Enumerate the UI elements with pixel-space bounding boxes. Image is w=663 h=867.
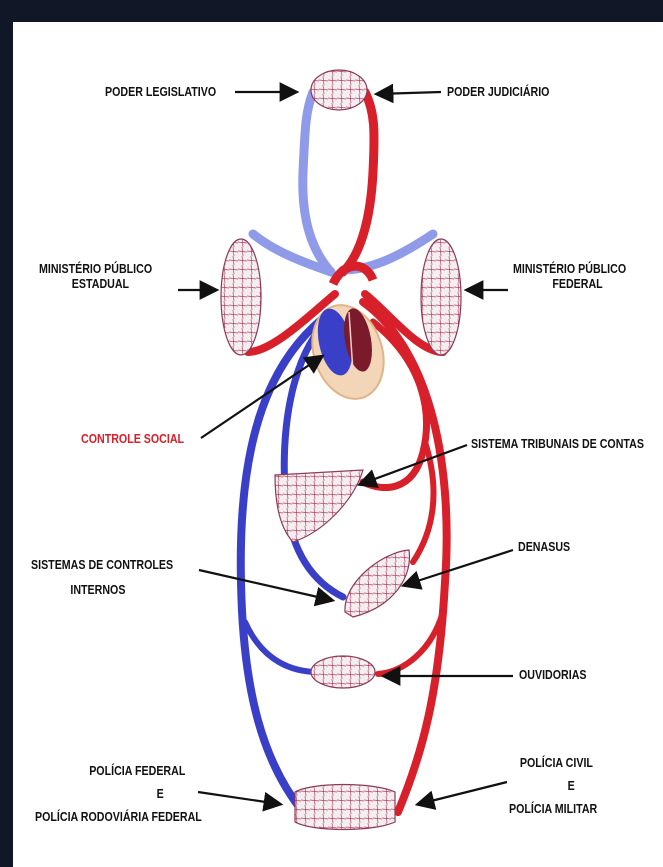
arrow-judiciario — [378, 92, 441, 94]
artery-ouvidorias — [378, 612, 443, 674]
label-controles-internos: SISTEMAS DE CONTROLES INTERNOS — [31, 558, 173, 598]
label-mp-estadual-line1: MINISTÉRIO PÚBLICO — [39, 262, 152, 277]
label-mp-federal-line2: FEDERAL — [513, 277, 626, 292]
capillary-policias — [295, 785, 395, 830]
label-pc-line1: POLÍCIA CIVIL — [509, 756, 597, 771]
label-pc-line2: E — [509, 771, 597, 794]
capillary-mp-federal — [421, 239, 461, 355]
label-controle-social: CONTROLE SOCIAL — [81, 432, 184, 447]
label-poder-legislativo: PODER LEGISLATIVO — [105, 85, 216, 100]
label-pf-line3: POLÍCIA RODOVIÁRIA FEDERAL — [35, 802, 202, 825]
capillary-poder — [311, 70, 367, 110]
label-mp-federal: MINISTÉRIO PÚBLICO FEDERAL — [513, 262, 626, 292]
diagram-panel: PODER LEGISLATIVO PODER JUDICIÁRIO MINIS… — [13, 22, 663, 867]
label-pc-line3: POLÍCIA MILITAR — [509, 794, 597, 817]
artery-top-loop — [343, 92, 374, 272]
arrow-pf — [198, 792, 279, 804]
label-pf-line2: E — [35, 779, 202, 802]
label-policia-federal: POLÍCIA FEDERAL E POLÍCIA RODOVIÁRIA FED… — [35, 764, 202, 825]
capillary-denasus — [345, 550, 410, 617]
label-controles-internos-line2: INTERNOS — [31, 573, 173, 598]
vein-outer — [241, 312, 331, 812]
arrow-pc — [419, 782, 507, 804]
vein-top-loop — [303, 92, 331, 272]
label-mp-estadual: MINISTÉRIO PÚBLICO ESTADUAL — [39, 262, 152, 292]
arrow-controle-social — [201, 357, 321, 438]
heart — [301, 266, 395, 408]
label-mp-federal-line1: MINISTÉRIO PÚBLICO — [513, 262, 626, 277]
label-denasus: DENASUS — [518, 540, 570, 555]
arrow-denasus — [405, 550, 513, 585]
label-pf-line1: POLÍCIA FEDERAL — [35, 764, 202, 779]
label-mp-estadual-line2: ESTADUAL — [39, 277, 152, 292]
capillary-mp-estadual — [221, 239, 261, 355]
capillary-ouvidorias — [311, 656, 375, 688]
label-tribunais-contas: SISTEMA TRIBUNAIS DE CONTAS — [471, 437, 644, 452]
capillary-tribunais — [275, 470, 363, 542]
label-poder-judiciario: PODER JUDICIÁRIO — [447, 85, 549, 100]
label-ouvidorias: OUVIDORIAS — [519, 668, 587, 683]
label-policia-civil: POLÍCIA CIVIL E POLÍCIA MILITAR — [509, 756, 597, 817]
label-controles-internos-line1: SISTEMAS DE CONTROLES — [31, 558, 173, 573]
vein-ouvidorias — [245, 622, 318, 672]
